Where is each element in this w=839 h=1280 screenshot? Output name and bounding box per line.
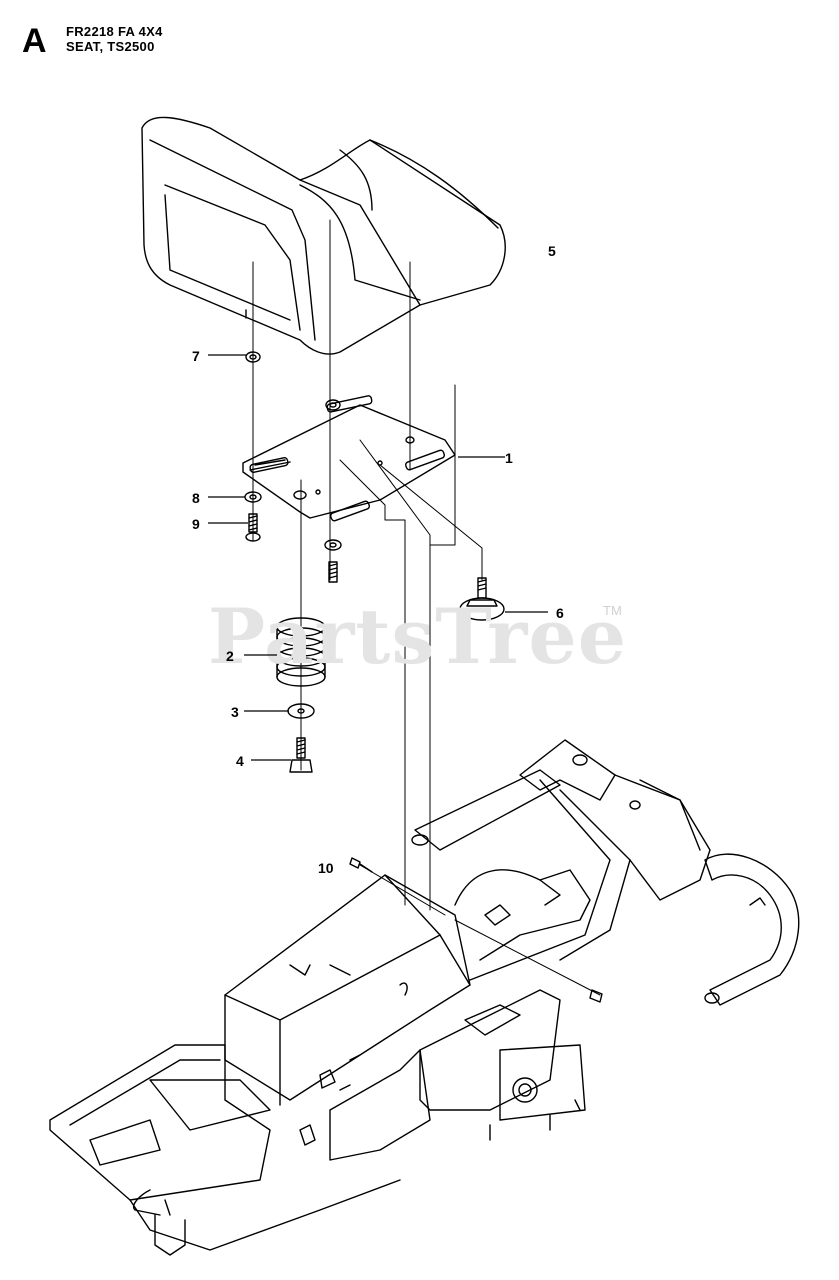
nut-part-7 (245, 351, 261, 363)
screw-right (589, 989, 603, 1003)
callout-4: 4 (236, 753, 244, 769)
screw-part-10 (349, 857, 373, 873)
washer-centre (324, 539, 342, 551)
callout-6: 6 (556, 605, 564, 621)
trademark-mark: TM (603, 603, 622, 618)
callout-9: 9 (192, 516, 200, 532)
bolt-centre (328, 561, 338, 583)
bolt-part-4 (289, 737, 313, 773)
callout-8: 8 (192, 490, 200, 506)
nut-centre (325, 399, 341, 411)
callout-7: 7 (192, 348, 200, 364)
model-title: FR2218 FA 4X4 (66, 24, 163, 39)
seat-part-5 (141, 116, 506, 355)
tractor-frame (49, 739, 800, 1256)
callout-2: 2 (226, 648, 234, 664)
callout-1: 1 (505, 450, 513, 466)
bolt-part-9 (245, 513, 261, 542)
knob-part-6 (459, 577, 505, 621)
section-letter: A (22, 22, 47, 60)
partstree-watermark: PartsTree (208, 592, 628, 681)
callout-3: 3 (231, 704, 239, 720)
spring-part-2 (276, 617, 326, 687)
diagram-description: SEAT, TS2500 (66, 39, 155, 54)
callout-10: 10 (318, 860, 334, 876)
seat-plate-part-1 (242, 395, 456, 522)
callout-5: 5 (548, 243, 556, 259)
